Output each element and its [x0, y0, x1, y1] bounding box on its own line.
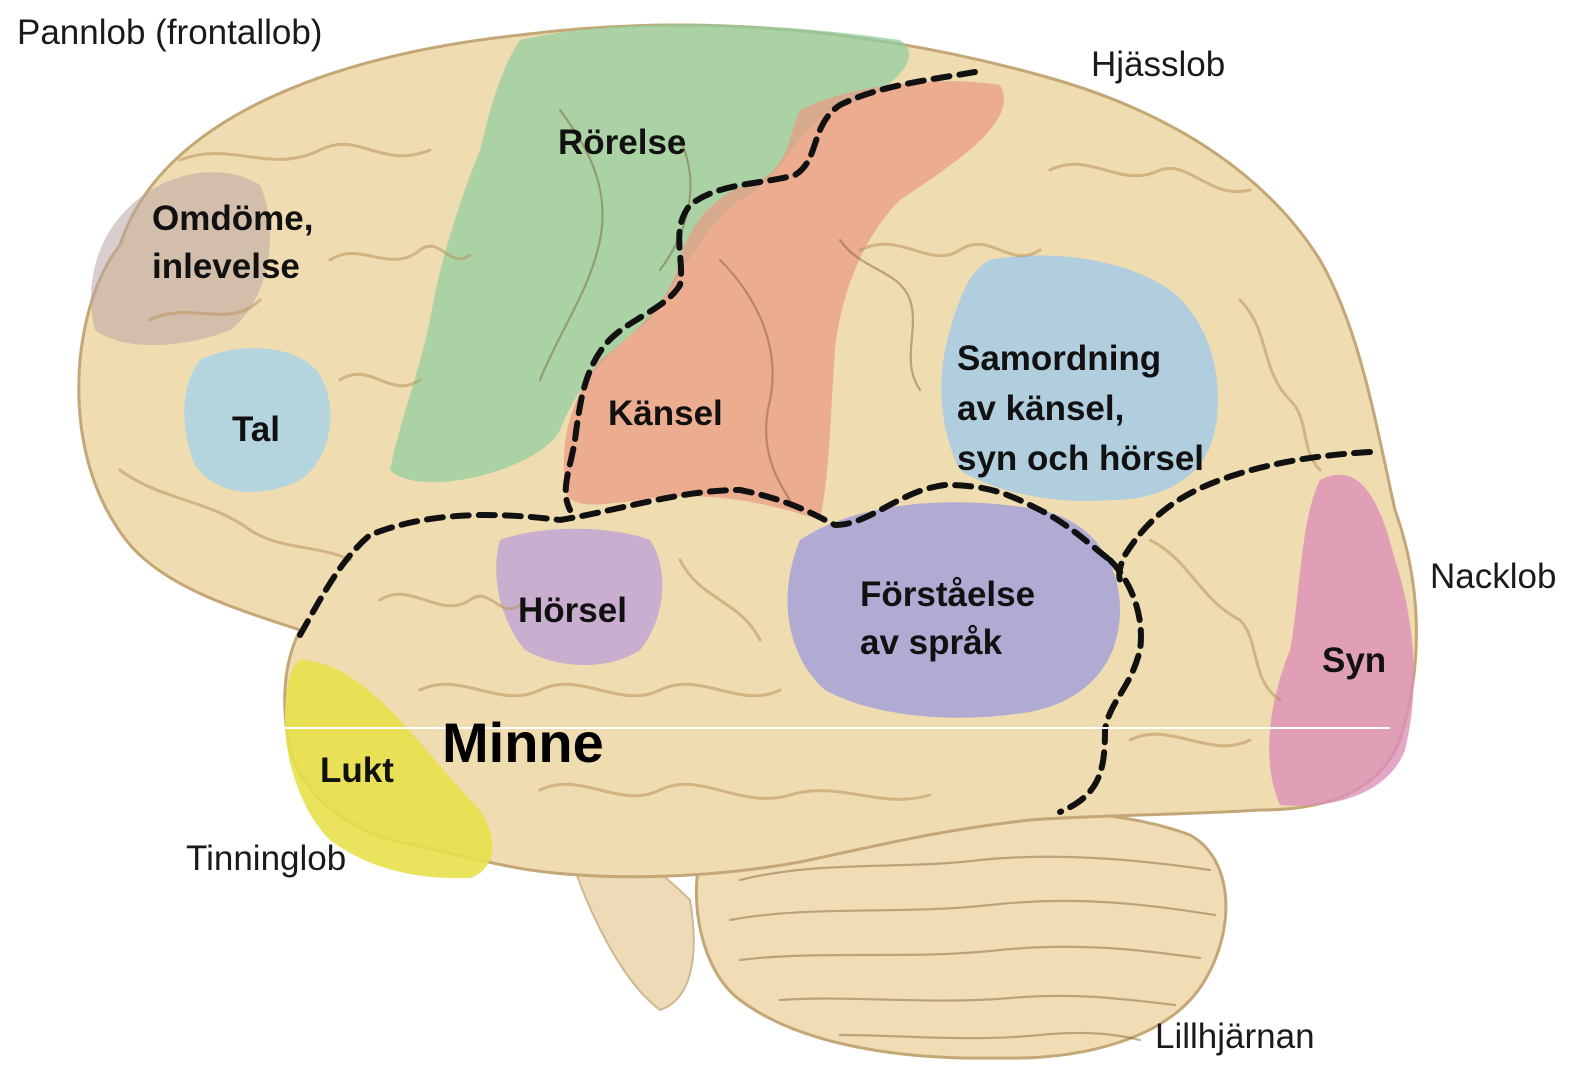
hearing-label: Hörsel: [518, 591, 627, 630]
occipital-lobe-label: Nacklob: [1430, 557, 1556, 596]
comprehension-label-line1: Förståelse: [860, 575, 1035, 614]
comprehension-label-line2: av språk: [860, 623, 1003, 662]
touch-label: Känsel: [608, 394, 723, 433]
cerebellum-label: Lillhjärnan: [1155, 1017, 1315, 1056]
coordination-label-line1: Samordning: [957, 339, 1161, 378]
frontal-lobe-label: Pannlob (frontallob): [17, 13, 322, 52]
temporal-lobe-label: Tinninglob: [186, 839, 346, 878]
coordination-label-line2: av känsel,: [957, 389, 1124, 428]
smell-label: Lukt: [320, 751, 394, 790]
speech-label: Tal: [232, 410, 280, 449]
coordination-label-line3: syn och hörsel: [957, 439, 1204, 478]
movement-label: Rörelse: [558, 123, 686, 162]
vision-label: Syn: [1322, 641, 1386, 680]
judgement-label-line2: inlevelse: [152, 247, 300, 286]
parietal-lobe-label: Hjässlob: [1091, 45, 1225, 84]
judgement-label-line1: Omdöme,: [152, 199, 313, 238]
memory-label: Minne: [442, 711, 604, 774]
